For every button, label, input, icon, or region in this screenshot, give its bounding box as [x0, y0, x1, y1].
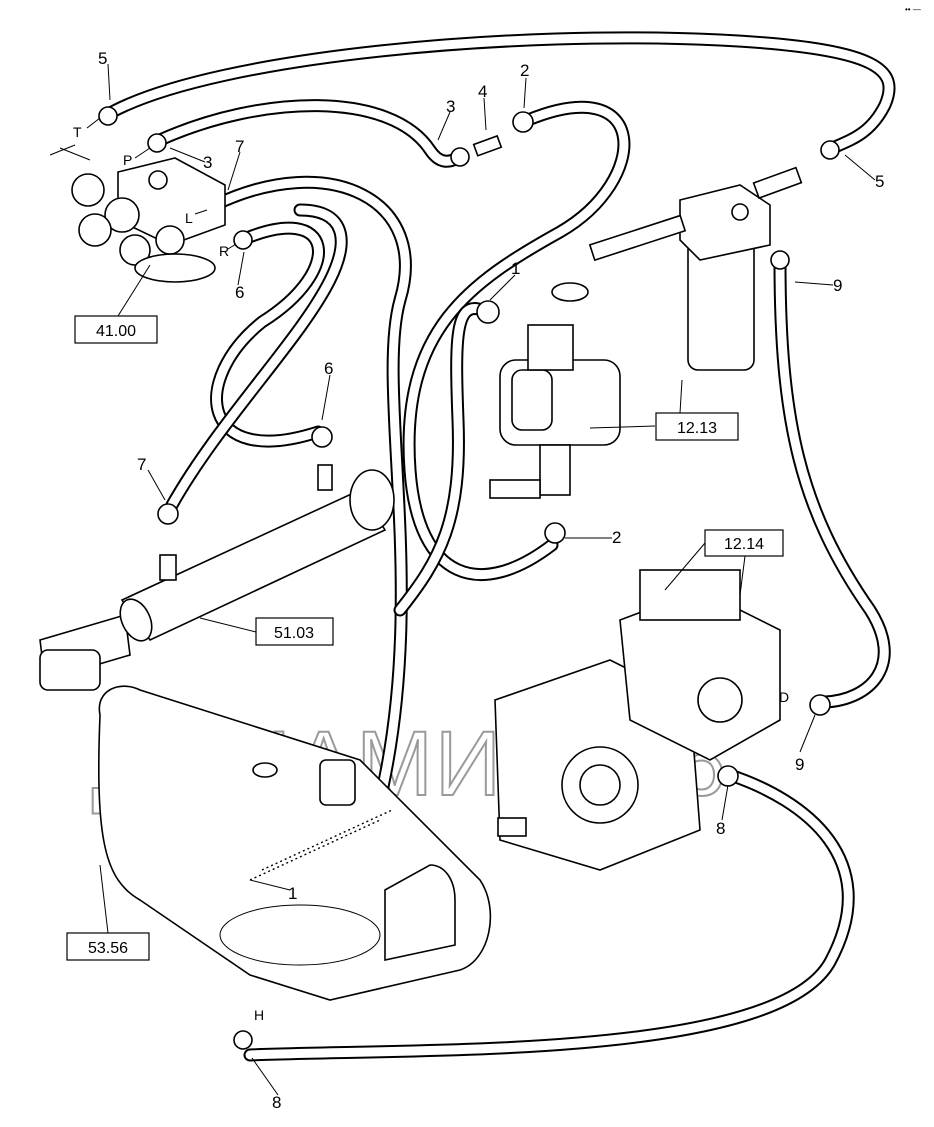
callout-3: 3	[203, 153, 212, 172]
callout-4: 4	[478, 82, 487, 101]
port-p: P	[123, 152, 132, 168]
filter	[551, 166, 803, 371]
ref-box-41-00: 41.00	[74, 315, 158, 344]
leader-lines	[86, 63, 876, 1096]
callout-5: 5	[875, 172, 884, 191]
ref-box-12-14: 12.14	[704, 529, 784, 557]
ref-box-53-56: 53.56	[66, 932, 150, 961]
callout-5: 5	[98, 49, 107, 68]
gear-pump	[489, 324, 621, 499]
callout-7: 7	[235, 137, 244, 156]
port-t: T	[73, 124, 82, 140]
port-letters: T P L R D H	[73, 124, 789, 1023]
corner-mark: •• —	[905, 5, 921, 14]
tank	[98, 685, 492, 1001]
port-r: R	[219, 243, 229, 259]
callout-9: 9	[833, 276, 842, 295]
callout-7: 7	[137, 455, 146, 474]
callout-9: 9	[795, 755, 804, 774]
port-h: H	[254, 1007, 264, 1023]
main-pump	[494, 569, 781, 871]
hose-9	[773, 255, 891, 709]
hoses	[105, 31, 896, 1062]
callout-1: 1	[288, 884, 297, 903]
hose-5	[105, 31, 896, 157]
fittings	[98, 106, 840, 1050]
ref-box-12-13: 12.13	[655, 412, 739, 441]
callout-2: 2	[520, 61, 529, 80]
ref-box-51-03: 51.03	[255, 617, 334, 646]
port-d: D	[779, 689, 789, 705]
callout-2: 2	[612, 528, 621, 547]
callout-8: 8	[272, 1093, 281, 1112]
hose-7-upper	[208, 175, 412, 815]
hose-3	[153, 99, 465, 168]
svg-text:53.56: 53.56	[88, 940, 128, 957]
hydraulic-cylinder	[39, 464, 395, 691]
callout-6: 6	[324, 359, 333, 378]
callout-6: 6	[235, 283, 244, 302]
svg-text:12.14: 12.14	[724, 536, 764, 553]
callout-3: 3	[446, 97, 455, 116]
callout-1: 1	[511, 259, 520, 278]
valve-block	[49, 144, 226, 283]
hose-6	[210, 221, 325, 448]
hose-2	[402, 100, 631, 582]
svg-text:12.13: 12.13	[677, 420, 717, 437]
port-l: L	[185, 210, 193, 226]
hose-7-lower	[165, 203, 348, 512]
callout-8: 8	[716, 819, 725, 838]
svg-text:51.03: 51.03	[274, 625, 314, 642]
svg-text:41.00: 41.00	[96, 323, 136, 340]
hose-8	[243, 768, 855, 1062]
hose-1-pump	[393, 302, 489, 617]
callouts: 5 2 3 4 3 7 6 1 5 9 6 7 2 9 8 1 8	[98, 49, 884, 1112]
